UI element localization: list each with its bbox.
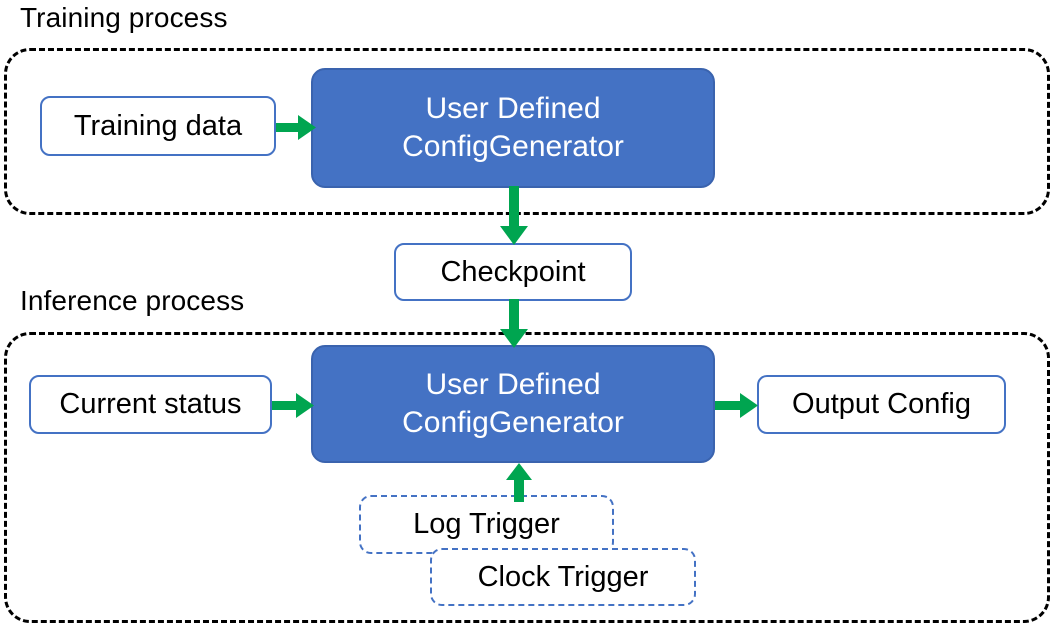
node-log-trigger-label: Log Trigger xyxy=(413,508,560,540)
arrow-current-status-to-generator-icon xyxy=(272,390,314,422)
inference-process-label: Inference process xyxy=(20,285,245,316)
arrow-triggers-to-generator-icon xyxy=(505,462,535,502)
node-inference-config-generator-line2: ConfigGenerator xyxy=(402,406,624,439)
node-clock-trigger[interactable]: Clock Trigger xyxy=(430,548,696,606)
arrow-checkpoint-to-generator-icon xyxy=(498,299,530,349)
training-process-container xyxy=(4,48,1050,215)
node-output-config-label: Output Config xyxy=(792,388,971,420)
node-training-data[interactable]: Training data xyxy=(40,96,276,156)
node-output-config[interactable]: Output Config xyxy=(757,375,1006,434)
node-training-config-generator-line1: User Defined xyxy=(425,92,601,125)
arrow-training-data-to-generator-icon xyxy=(276,112,316,144)
node-checkpoint[interactable]: Checkpoint xyxy=(394,243,632,301)
arrow-generator-to-output-config-icon xyxy=(715,390,759,422)
training-process-label: Training process xyxy=(20,2,228,33)
node-clock-trigger-label: Clock Trigger xyxy=(477,560,649,593)
node-training-config-generator[interactable]: User Defined ConfigGenerator xyxy=(311,68,715,188)
inference-process-container xyxy=(4,332,1050,623)
node-current-status[interactable]: Current status xyxy=(29,375,272,434)
arrow-generator-to-checkpoint-icon xyxy=(498,186,530,246)
node-inference-config-generator[interactable]: User Defined ConfigGenerator xyxy=(311,345,715,463)
node-training-config-generator-line2: ConfigGenerator xyxy=(402,130,624,163)
node-inference-config-generator-line1: User Defined xyxy=(425,368,601,401)
node-current-status-label: Current status xyxy=(59,388,242,420)
node-training-data-label: Training data xyxy=(73,109,243,142)
node-log-trigger[interactable]: Log Trigger xyxy=(359,495,614,554)
node-checkpoint-label: Checkpoint xyxy=(440,255,586,288)
